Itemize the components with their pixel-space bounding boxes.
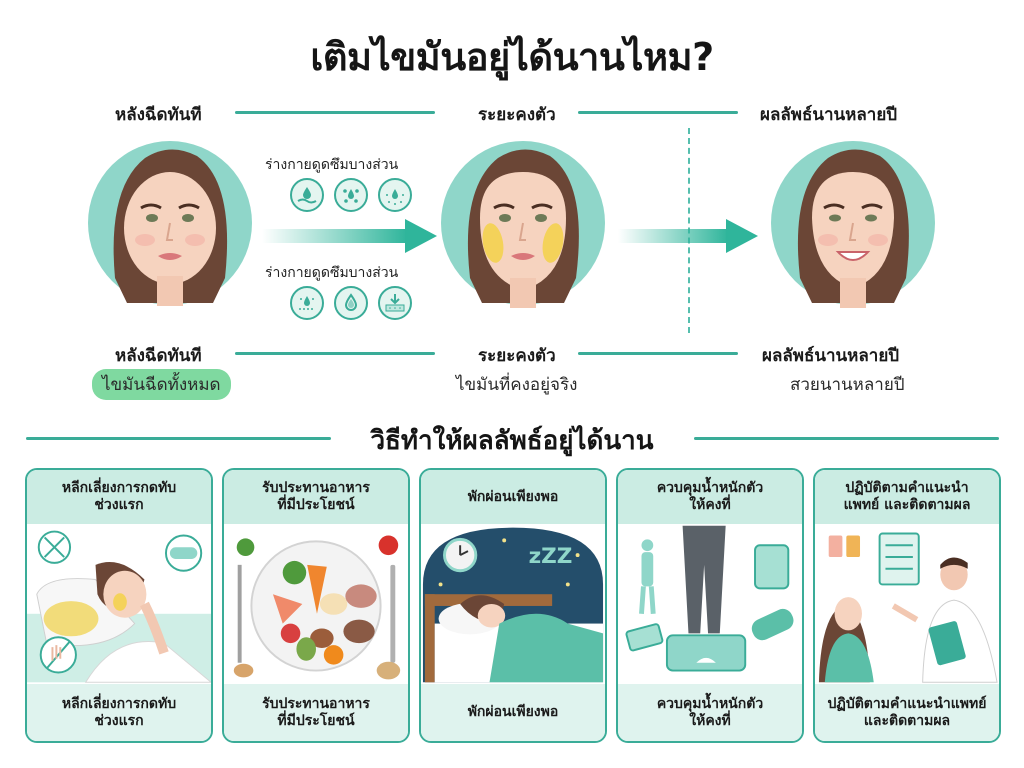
stage-2-label-bottom: ระยะคงตัว (478, 346, 556, 366)
clock-icon (443, 537, 478, 573)
progress-arrow (618, 219, 758, 253)
body-silhouette-icon (639, 539, 656, 614)
card-footer: ปฏิบัติตามคำแนะนำแพทย์ และติดตามผล (815, 684, 999, 741)
tip-card-avoid-pressure: หลีกเลี่ยงการกดทับ ช่วงแรก หลีกเลี่ยงการ… (25, 468, 213, 743)
tip-card-weight-control: ควบคุมน้ำหนักตัว ให้คงที่ ควบคุมน้ำหนักต… (616, 468, 804, 743)
timeline-line (578, 111, 738, 114)
svg-text:zZZ: zZZ (529, 544, 573, 569)
absorption-text: ร่างกายดูดซึมบางส่วน (265, 265, 399, 281)
page-title: เติมไขมันอยู่ได้นานไหม? (310, 35, 714, 79)
drop-dotted-icon (290, 286, 324, 320)
stage-2-label-top: ระยะคงตัว (478, 105, 556, 125)
medicine-bottle-icon (828, 535, 861, 558)
stage-3-label-bottom: ผลลัพธ์นานหลายปี (762, 346, 900, 366)
section-title: วิธีทำให้ผลลัพธ์อยู่ได้นาน (370, 426, 654, 456)
multiple-drops-icon (334, 178, 368, 212)
stage-3-label-top: ผลลัพธ์นานหลายปี (760, 105, 898, 125)
card-title: พักผ่อนเพียงพอ (421, 470, 605, 524)
absorption-text: ร่างกายดูดซึมบางส่วน (265, 157, 399, 173)
checklist-icon (878, 532, 920, 586)
card-title: ควบคุมน้ำหนักตัว ให้คงที่ (618, 470, 802, 524)
face-illustration-long-term (768, 128, 938, 318)
stage-2-caption: ไขมันที่คงอยู่จริง (456, 375, 578, 395)
timeline-line (235, 352, 435, 355)
face-illustration-stable-phase (438, 128, 608, 318)
woman-sleeping-avoid-pressure-illustration (27, 524, 211, 684)
stage-1-caption-badge: ไขมันฉีดทั้งหมด (92, 369, 231, 400)
healthy-food-plate-illustration (224, 524, 408, 684)
doctor-consultation-illustration (815, 524, 999, 684)
section-divider-right (694, 437, 999, 440)
bandage-icon (165, 534, 203, 572)
tip-card-enough-rest: พักผ่อนเพียงพอ zZZ พักผ่อนเพียงพอ (419, 468, 607, 743)
card-title: รับประทานอาหาร ที่มีประโยชน์ (224, 470, 408, 524)
card-footer: รับประทานอาหาร ที่มีประโยชน์ (224, 684, 408, 741)
card-footer: ควบคุมน้ำหนักตัว ให้คงที่ (618, 684, 802, 741)
stage-1-label-bottom: หลังฉีดทันที (115, 346, 202, 366)
single-drop-icon (334, 286, 368, 320)
absorption-icons-row-2 (290, 286, 412, 320)
card-title: หลีกเลี่ยงการกดทับ ช่วงแรก (27, 470, 211, 524)
progress-arrow (262, 219, 437, 253)
water-drop-wave-icon (290, 178, 324, 212)
absorb-down-arrow-icon (378, 286, 412, 320)
face-illustration-immediately-after (85, 128, 255, 318)
timeline-line (578, 352, 738, 355)
card-footer: พักผ่อนเพียงพอ (421, 684, 605, 741)
weight-scale-illustration (618, 524, 802, 684)
tip-card-healthy-food: รับประทานอาหาร ที่มีประโยชน์ รับประทานอา… (222, 468, 410, 743)
no-injection-icon (37, 530, 72, 564)
tip-card-follow-doctor: ปฏิบัติตามคำแนะนำ แพทย์ และติดตามผล ปฏิบ… (813, 468, 1001, 743)
card-title: ปฏิบัติตามคำแนะนำ แพทย์ และติดตามผล (815, 470, 999, 524)
stage-3-caption: สวยนานหลายปี (790, 375, 905, 395)
no-touch-hand-icon (39, 636, 77, 674)
absorption-icons-row-1 (290, 178, 412, 212)
drop-dispersing-icon (378, 178, 412, 212)
card-footer: หลีกเลี่ยงการกดทับ ช่วงแรก (27, 684, 211, 741)
timeline-line (235, 111, 435, 114)
section-divider-left (26, 437, 331, 440)
woman-sleeping-night-illustration: zZZ (421, 524, 605, 684)
stage-1-label-top: หลังฉีดทันที (115, 105, 202, 125)
